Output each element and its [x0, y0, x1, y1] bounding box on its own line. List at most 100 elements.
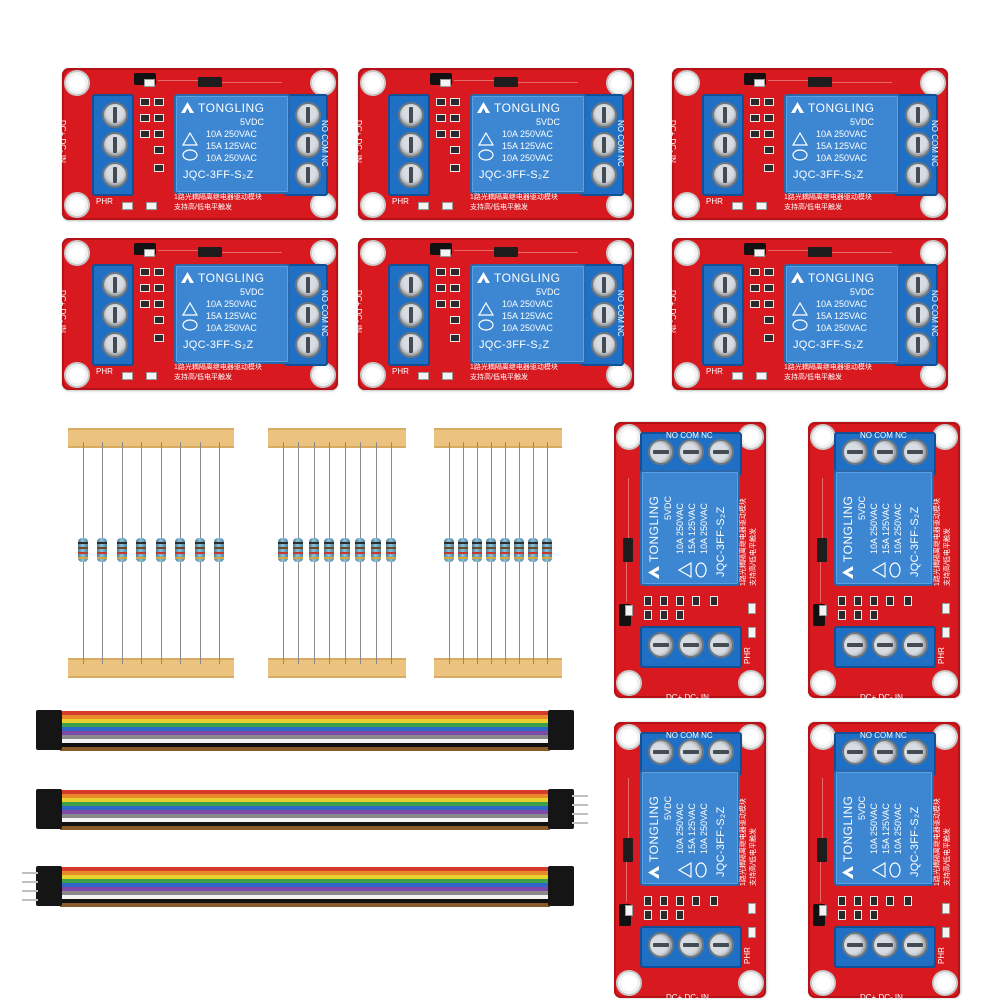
- indicator-led: [942, 627, 950, 638]
- resistor-icon: [78, 538, 88, 562]
- cable-wire: [60, 739, 550, 743]
- smd-component: [140, 98, 150, 106]
- cable-wire: [60, 867, 550, 871]
- relay-model: JQC-3FF-S₂Z: [793, 169, 864, 181]
- mounting-hole: [66, 242, 88, 264]
- cable-wire: [60, 802, 550, 806]
- smd-component: [870, 896, 878, 906]
- relay-body: TONGLING 5VDC 10A 250VAC 15A 125VAC 10A …: [174, 264, 290, 364]
- resistor-icon: [278, 538, 288, 562]
- phr-label: PHR: [937, 947, 946, 964]
- optocoupler-chip: [623, 838, 633, 862]
- smd-component: [154, 146, 164, 154]
- resistor-icon: [386, 538, 396, 562]
- mounting-hole: [66, 364, 88, 386]
- paper-tape: [268, 658, 406, 678]
- smd-component: [870, 910, 878, 920]
- smd-component: [886, 596, 894, 606]
- screw-icon: [708, 439, 734, 465]
- smd-component: [710, 896, 718, 906]
- relay-rating-1: 10A 250VAC: [206, 129, 257, 139]
- screw-icon: [591, 102, 617, 128]
- relay-rating-2: 15A 125VAC: [206, 141, 257, 151]
- relay-body: TONGLING 5VDC 10A 250VAC 15A 125VAC 10A …: [834, 470, 934, 586]
- smd-component: [450, 334, 460, 342]
- relay-body: TONGLING 5VDC 10A 250VAC 15A 125VAC 10A …: [470, 94, 586, 194]
- smd-component: [450, 98, 460, 106]
- screw-icon: [102, 162, 128, 188]
- dupont-connector: [548, 710, 574, 750]
- relay-rating-3: 10A 250VAC: [699, 803, 709, 854]
- resistor-icon: [214, 538, 224, 562]
- smd-component: [450, 130, 460, 138]
- cable-wire: [60, 735, 550, 739]
- screw-icon: [295, 132, 321, 158]
- relay-brand: TONGLING: [494, 101, 561, 115]
- screw-icon: [591, 272, 617, 298]
- indicator-led: [418, 372, 429, 380]
- indicator-led: [146, 372, 157, 380]
- screw-icon: [648, 932, 674, 958]
- brand-logo-icon: [648, 566, 659, 579]
- optocoupler-chip: [494, 247, 518, 257]
- indicator-led: [625, 605, 633, 616]
- connector-pin: [572, 795, 588, 797]
- screw-icon: [591, 332, 617, 358]
- smd-component: [750, 268, 760, 276]
- smd-component: [644, 896, 652, 906]
- relay-model: JQC-3FF-S₂Z: [479, 339, 550, 351]
- resistor-icon: [97, 538, 108, 562]
- screw-icon: [902, 932, 928, 958]
- indicator-led: [756, 202, 767, 210]
- output-pin-labels: NO COM NC: [860, 431, 907, 440]
- indicator-led: [748, 927, 756, 938]
- relay-rating-2: 15A 125VAC: [881, 803, 891, 854]
- screw-icon: [712, 102, 738, 128]
- cable-wire: [60, 875, 550, 879]
- module-description: 1路光耦隔离继电器驱动模块: [934, 798, 941, 886]
- mounting-hole: [740, 972, 762, 994]
- relay-rating-2: 15A 125VAC: [206, 311, 257, 321]
- dupont-connector: [548, 866, 574, 906]
- smd-component: [154, 114, 164, 122]
- module-description: 1路光耦隔离继电器驱动模块: [740, 798, 747, 886]
- screw-icon: [902, 439, 928, 465]
- relay-model: JQC-3FF-S₂Z: [909, 806, 921, 877]
- mounting-hole: [676, 242, 698, 264]
- cable-wire: [60, 715, 550, 719]
- input-terminal-block: [92, 264, 134, 366]
- smd-component: [764, 130, 774, 138]
- screw-icon: [712, 162, 738, 188]
- cable-wire: [60, 723, 550, 727]
- certification-icon: [872, 862, 901, 878]
- relay-voltage: 5VDC: [850, 287, 875, 297]
- smd-component: [692, 896, 700, 906]
- output-pin-labels: NO COM NC: [320, 290, 329, 337]
- screw-icon: [295, 272, 321, 298]
- smd-component: [140, 300, 150, 308]
- input-pin-labels: DC+ DC- IN: [668, 290, 677, 333]
- smd-component: [838, 896, 846, 906]
- dupont-cable-icon: [30, 785, 588, 835]
- relay-rating-1: 10A 250VAC: [869, 803, 879, 854]
- input-pin-labels: DC+ DC- IN: [58, 290, 67, 333]
- phr-label: PHR: [743, 947, 752, 964]
- certification-icon: [678, 862, 707, 878]
- resistor-strip: [434, 428, 562, 678]
- relay-voltage: 5VDC: [663, 795, 673, 820]
- mounting-hole: [362, 72, 384, 94]
- output-terminal-block: [580, 94, 624, 196]
- smd-component: [764, 268, 774, 276]
- relay-rating-1: 10A 250VAC: [869, 503, 879, 554]
- screw-icon: [102, 132, 128, 158]
- mounting-hole: [618, 672, 640, 694]
- screw-icon: [708, 739, 734, 765]
- certification-icon: [872, 562, 901, 578]
- indicator-led: [748, 603, 756, 614]
- dupont-connector: [36, 710, 62, 750]
- screw-icon: [678, 439, 704, 465]
- smd-component: [710, 596, 718, 606]
- mounting-hole: [618, 426, 640, 448]
- relay-board: TONGLING 5VDC 10A 250VAC 15A 125VAC 10A …: [668, 238, 948, 390]
